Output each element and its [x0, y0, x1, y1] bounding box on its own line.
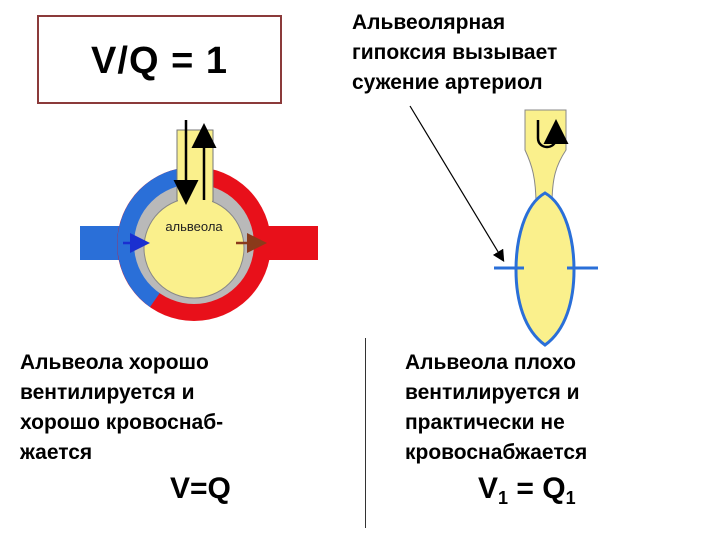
narrowed-airway: [524, 109, 567, 206]
hypoxia-note: Альвеолярная гипоксия вызывает сужение а…: [352, 11, 558, 94]
left-description: Альвеола хорошо вентилируется и хорошо к…: [20, 351, 224, 464]
eq-q-sub: 1: [565, 488, 576, 508]
ratio-title: V/Q = 1: [91, 40, 228, 82]
left-equation: V=Q: [170, 472, 231, 505]
hypoxic-alveola: [514, 191, 576, 347]
alveola-label: альвеола: [165, 219, 223, 234]
right-description: Альвеола плохо вентилируется и практичес…: [405, 351, 588, 464]
eq-v: V: [478, 472, 499, 505]
ratio-box: V/Q = 1: [37, 15, 282, 104]
eq-q: Q: [542, 472, 566, 505]
pointer-line: [409, 105, 505, 263]
eq-op: =: [508, 472, 543, 505]
divider-line: [365, 338, 366, 528]
air-return-arrow: [536, 119, 569, 149]
right-equation: V1 = Q1: [478, 472, 576, 509]
eq-v-sub: 1: [498, 488, 509, 508]
